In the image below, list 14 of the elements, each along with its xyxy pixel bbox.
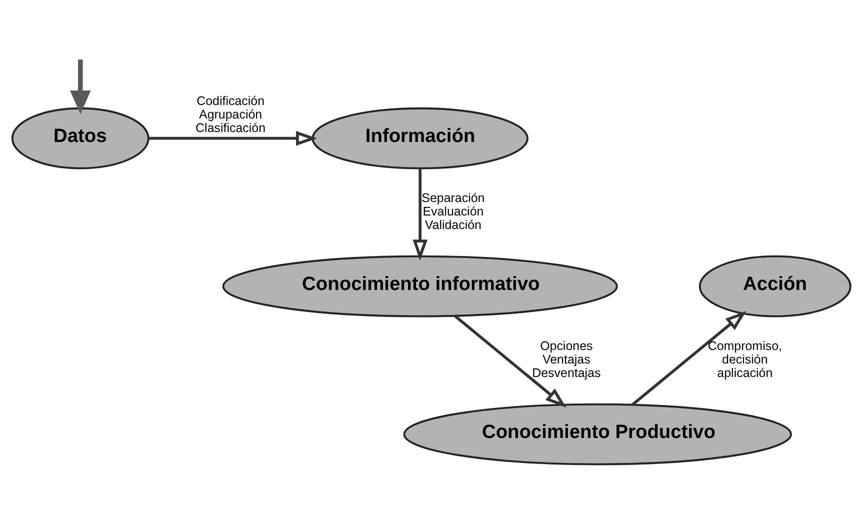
edge-label: Separación Evaluación Validación [422,190,485,232]
arrow [631,310,746,406]
node-ellipse: Conocimiento Productivo [403,402,792,465]
arrow [70,59,91,114]
edge-label: Compromiso, decisión aplicación [708,338,782,380]
edge-label: Codificación Agrupación Clasificación [196,94,266,134]
arrow [148,130,318,146]
edge-label: Opciones Ventajas Desventajas [532,338,601,380]
node-ellipse: Conocimiento informativo [222,254,618,317]
node-ellipse: Acción [698,254,852,317]
node-ellipse: Datos [11,106,150,169]
arrow [412,168,428,260]
arrow [454,314,566,408]
node-ellipse: Información [312,106,528,169]
